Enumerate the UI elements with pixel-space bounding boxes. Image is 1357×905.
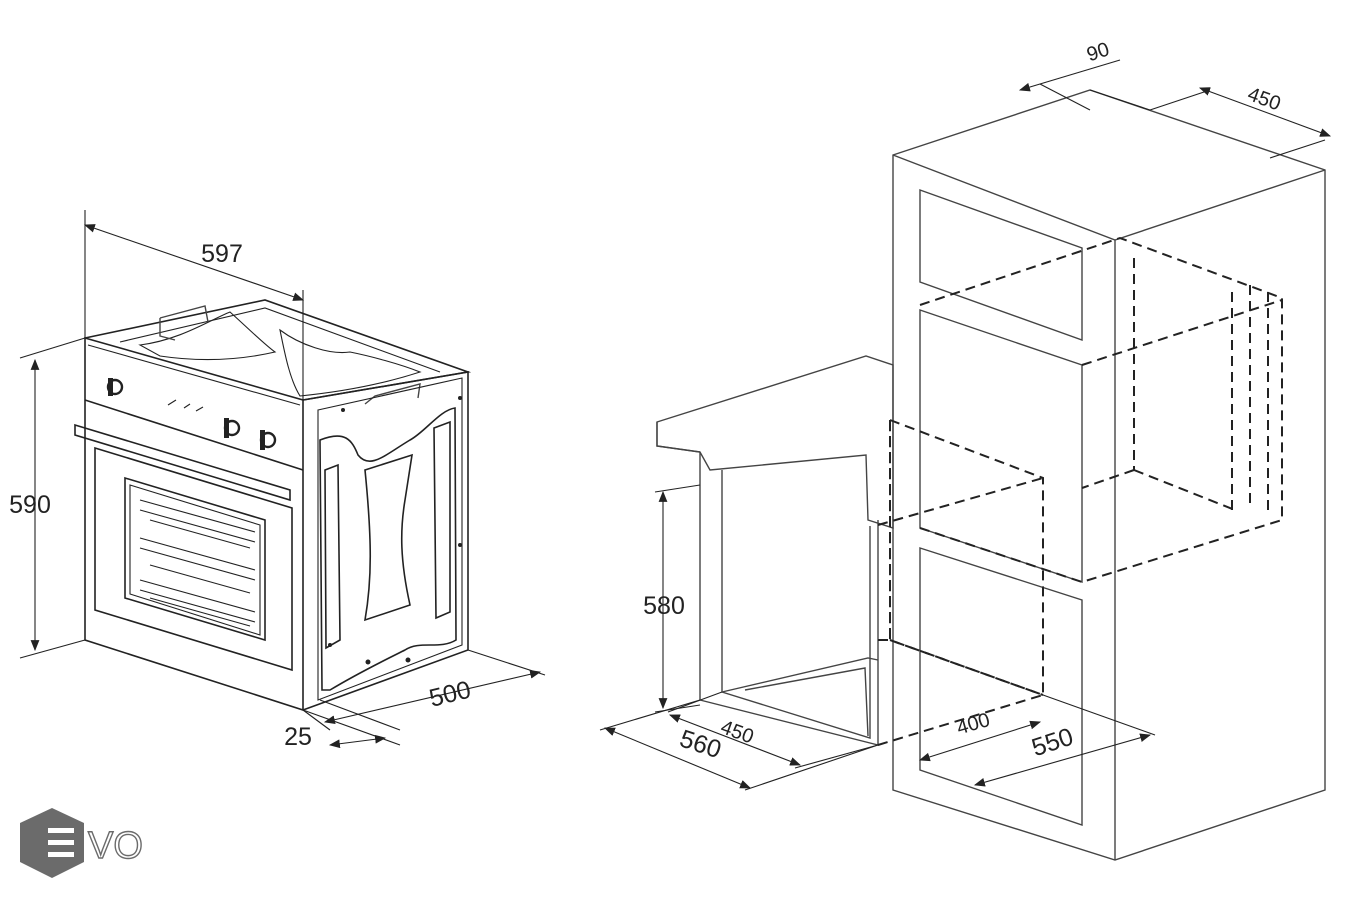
dim-base-width-inner: 400 [954, 709, 992, 739]
dim-base-depth-inner: 450 [718, 716, 757, 748]
dim-niche-height: 580 [643, 592, 685, 620]
dim-oven-width: 597 [201, 240, 243, 268]
dim-base-width-outer: 550 [1028, 723, 1076, 763]
dim-oven-depth: 500 [426, 676, 473, 713]
oven-knob-right [259, 430, 277, 450]
oven-knob-left [106, 378, 124, 396]
oven-drawing: 597 590 500 25 [9, 210, 546, 751]
dim-oven-height: 590 [9, 491, 51, 519]
dim-base-depth-outer: 560 [676, 725, 724, 765]
dim-cabinet-top-gap: 90 [1084, 38, 1112, 66]
brand-logo: VO [20, 808, 144, 878]
oven-knob-middle [223, 418, 241, 438]
brand-logo-text: VO [88, 825, 143, 867]
dim-oven-panel: 25 [284, 723, 312, 751]
cabinet-drawing: 90 450 580 560 450 400 550 [599, 38, 1332, 861]
dim-cabinet-top-depth: 450 [1245, 83, 1284, 115]
